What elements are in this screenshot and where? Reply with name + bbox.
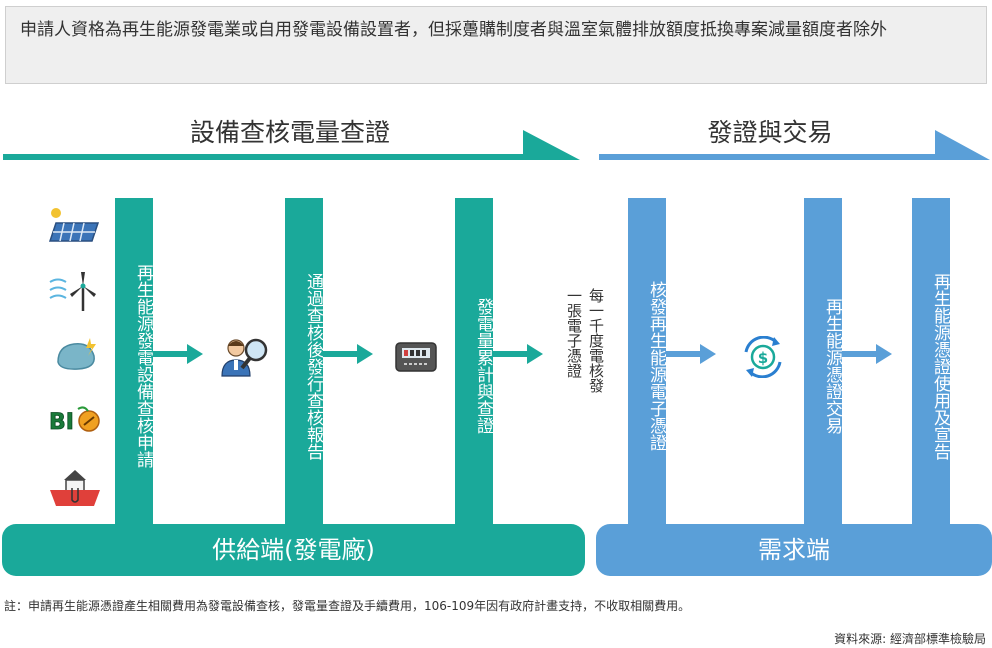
flow-arrow-3 <box>493 344 543 364</box>
flow-arrow-5 <box>842 344 892 364</box>
flow-arrow-4 <box>666 344 716 364</box>
right-section-arrow <box>599 130 990 160</box>
step-audit-report: 通過查核後發行查核報告 <box>285 198 323 528</box>
currency-exchange-icon: $ <box>744 336 782 378</box>
left-section-arrow <box>3 130 580 160</box>
issuance-rule-line1: 每一千度電核發 <box>587 288 605 393</box>
hydro-station-icon <box>50 470 100 506</box>
bio-energy-icon: BI <box>49 406 100 435</box>
source-credit: 資料來源: 經濟部標準檢驗局 <box>834 632 986 646</box>
fee-footnote: 註：申請再生能源憑證產生相關費用為發電設備查核，發電量查證及手續費用，106-1… <box>4 599 691 613</box>
supply-side-platform: 供給端(發電廠) <box>2 524 585 576</box>
left-section-title: 設備查核電量查證 <box>189 118 390 147</box>
solar-panel-icon <box>48 208 100 242</box>
step-certificate-use-declaration: 再生能源憑證使用及宣告 <box>912 198 950 528</box>
issuance-rule-line2: 一張電子憑證 <box>565 288 583 378</box>
demand-side-platform: 需求端 <box>596 524 992 576</box>
intro-text: 申請人資格為再生能源發電業或自用發電設備設置者，但採躉購制度者與溫室氣體排放額度… <box>20 20 887 40</box>
geothermal-rock-icon <box>57 338 96 370</box>
svg-text:BI: BI <box>49 410 74 435</box>
right-section-title: 發證與交易 <box>707 118 833 147</box>
power-meter-icon <box>395 342 437 372</box>
step-generation-verification: 發電量累計與查證 <box>455 198 493 528</box>
step-certificate-trading: 再生能源憑證交易 <box>804 198 842 528</box>
step-issue-certificate: 核發再生能源電子憑證 <box>628 198 666 528</box>
inspector-magnifier-icon <box>221 338 268 377</box>
intro-note-box: 申請人資格為再生能源發電業或自用發電設備設置者，但採躉購制度者與溫室氣體排放額度… <box>5 6 987 84</box>
wind-turbine-icon <box>49 272 96 311</box>
step-equipment-check-application: 再生能源發電設備查核申請 <box>115 198 153 528</box>
flow-arrow-2 <box>323 344 373 364</box>
svg-text:$: $ <box>758 349 768 367</box>
flow-arrow-1 <box>153 344 203 364</box>
section-arrows <box>3 130 990 160</box>
